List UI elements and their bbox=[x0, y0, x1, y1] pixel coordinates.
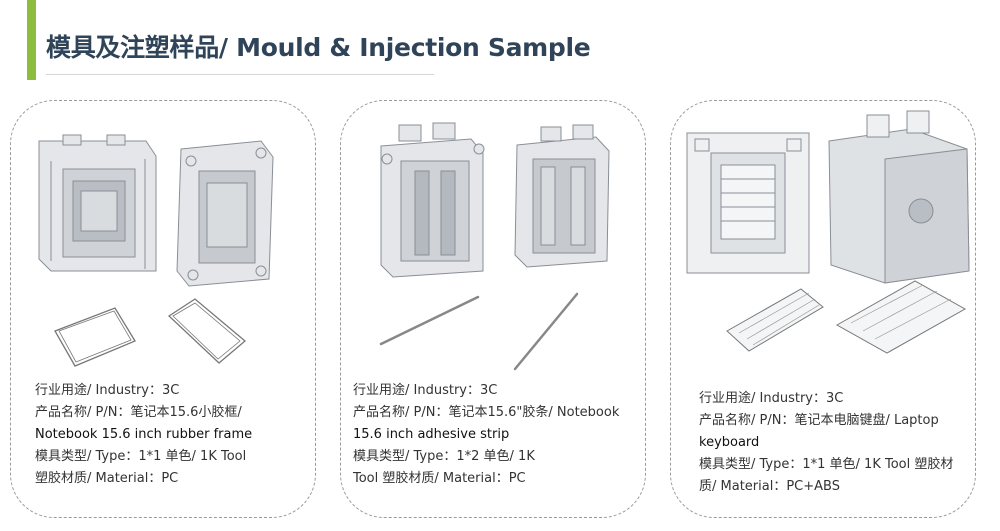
spec-block: 行业用途/ Industry：3C 产品名称/ P/N：笔记本15.6"胶条/ … bbox=[353, 380, 619, 490]
spec-industry: 行业用途/ Industry：3C bbox=[699, 391, 844, 406]
title-cn: 模具及注塑样品 bbox=[46, 33, 219, 62]
spec-part-name: 产品名称/ P/N：笔记本电脑键盘/ Laptop bbox=[699, 413, 939, 428]
keyboard-sample-1 bbox=[726, 288, 824, 352]
card1-illustration bbox=[38, 134, 274, 367]
title-en: / Mould & Injection Sample bbox=[218, 33, 591, 62]
page-title: 模具及注塑样品/ Mould & Injection Sample bbox=[46, 28, 591, 64]
spec-mould-type: 模具类型/ Type：1*1 单色/ 1K Tool bbox=[35, 449, 247, 464]
spec-block: 行业用途/ Industry：3C 产品名称/ P/N：笔记本电脑键盘/ Lap… bbox=[699, 388, 953, 498]
mould-render-left bbox=[38, 134, 157, 272]
spec-material: 塑胶材质/ Material：PC bbox=[35, 471, 179, 486]
mould-render-right bbox=[176, 140, 274, 287]
mould-render-right bbox=[514, 124, 610, 268]
sample-card-rubber-frame: 行业用途/ Industry：3C 产品名称/ P/N：笔记本15.6小胶框/ … bbox=[10, 100, 316, 518]
mould-render-left bbox=[380, 122, 485, 278]
adhesive-strip-sample-2 bbox=[513, 292, 579, 371]
spec-mould-type: 模具类型/ Type：1*1 单色/ 1K Tool 塑胶材 bbox=[699, 457, 954, 472]
spec-part-name: 产品名称/ P/N：笔记本15.6"胶条/ Notebook bbox=[353, 405, 620, 420]
title-divider bbox=[46, 74, 434, 75]
mould-render-3d bbox=[828, 110, 970, 284]
sample-card-adhesive-strip: 行业用途/ Industry：3C 产品名称/ P/N：笔记本15.6"胶条/ … bbox=[340, 100, 646, 518]
spec-mould-type: 模具类型/ Type：1*2 单色/ 1K bbox=[353, 449, 535, 464]
keyboard-sample-2 bbox=[835, 280, 967, 354]
adhesive-strip-sample-1 bbox=[379, 295, 480, 346]
spec-part-name-en: Notebook 15.6 inch rubber frame bbox=[35, 427, 253, 442]
spec-industry: 行业用途/ Industry：3C bbox=[353, 383, 498, 398]
spec-part-name: 产品名称/ P/N：笔记本15.6小胶框/ bbox=[35, 405, 242, 420]
spec-material: Tool 塑胶材质/ Material：PC bbox=[353, 471, 526, 486]
spec-block: 行业用途/ Industry：3C 产品名称/ P/N：笔记本15.6小胶框/ … bbox=[35, 380, 252, 490]
rubber-frame-sample-1 bbox=[54, 307, 136, 367]
spec-part-name-en: keyboard bbox=[699, 435, 760, 450]
card3-illustration bbox=[686, 110, 970, 354]
card2-illustration bbox=[379, 122, 610, 371]
spec-part-name-en: 15.6 inch adhesive strip bbox=[353, 427, 510, 442]
spec-industry: 行业用途/ Industry：3C bbox=[35, 383, 180, 398]
rubber-frame-sample-2 bbox=[167, 298, 247, 364]
sample-card-laptop-keyboard: 行业用途/ Industry：3C 产品名称/ P/N：笔记本电脑键盘/ Lap… bbox=[670, 100, 976, 518]
spec-material: 质/ Material：PC+ABS bbox=[699, 479, 840, 494]
mould-drawing-front bbox=[686, 132, 810, 274]
accent-bar bbox=[27, 0, 36, 80]
